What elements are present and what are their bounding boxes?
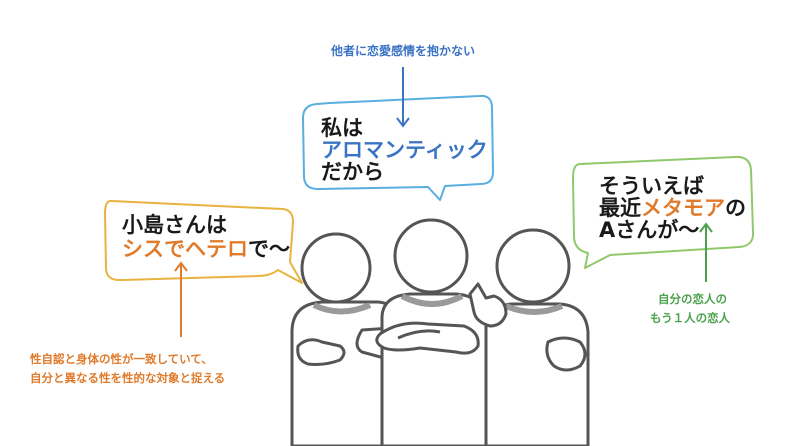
center-speech-bubble bbox=[302, 94, 494, 201]
right-bubble-prefix: 最近 bbox=[599, 196, 641, 220]
center-bubble-line-2: アロマンティック bbox=[321, 138, 488, 162]
left-bubble-line-2: シスでヘテロで〜 bbox=[122, 237, 290, 262]
left-bubble-highlight: シスでヘテロ bbox=[122, 237, 248, 261]
right-bubble-suffix: の bbox=[725, 196, 746, 220]
top-annotation: 他者に恋愛感情を抱かない bbox=[331, 44, 476, 58]
left-bubble-suffix: で〜 bbox=[248, 237, 290, 261]
left-annotation-line-1: 性自認と身体の性が一致していて、 bbox=[30, 352, 213, 366]
left-speech-bubble bbox=[104, 199, 303, 284]
right-annotation-line-1: 自分の恋人の bbox=[658, 292, 727, 306]
center-bubble-line-3: だから bbox=[321, 160, 384, 184]
center-bubble-line-1: 私は bbox=[321, 116, 363, 140]
right-bubble-highlight: メタモア bbox=[641, 196, 725, 220]
orange-arrow bbox=[174, 261, 188, 337]
blue-arrow bbox=[396, 67, 410, 128]
person-right bbox=[468, 228, 590, 446]
person-center bbox=[375, 218, 488, 446]
left-bubble-line-1: 小島さんは bbox=[122, 213, 227, 237]
right-annotation-line-2: もう１人の恋人 bbox=[650, 311, 731, 325]
green-arrow bbox=[699, 222, 713, 282]
right-bubble-line-2: 最近メタモアの bbox=[599, 196, 746, 221]
right-bubble-line-1: そういえば bbox=[599, 174, 704, 198]
right-speech-bubble bbox=[572, 155, 755, 269]
left-annotation-line-2: 自分と異なる性を性的な対象と捉える bbox=[30, 371, 226, 385]
right-bubble-line-3: Aさんが〜 bbox=[599, 218, 700, 242]
